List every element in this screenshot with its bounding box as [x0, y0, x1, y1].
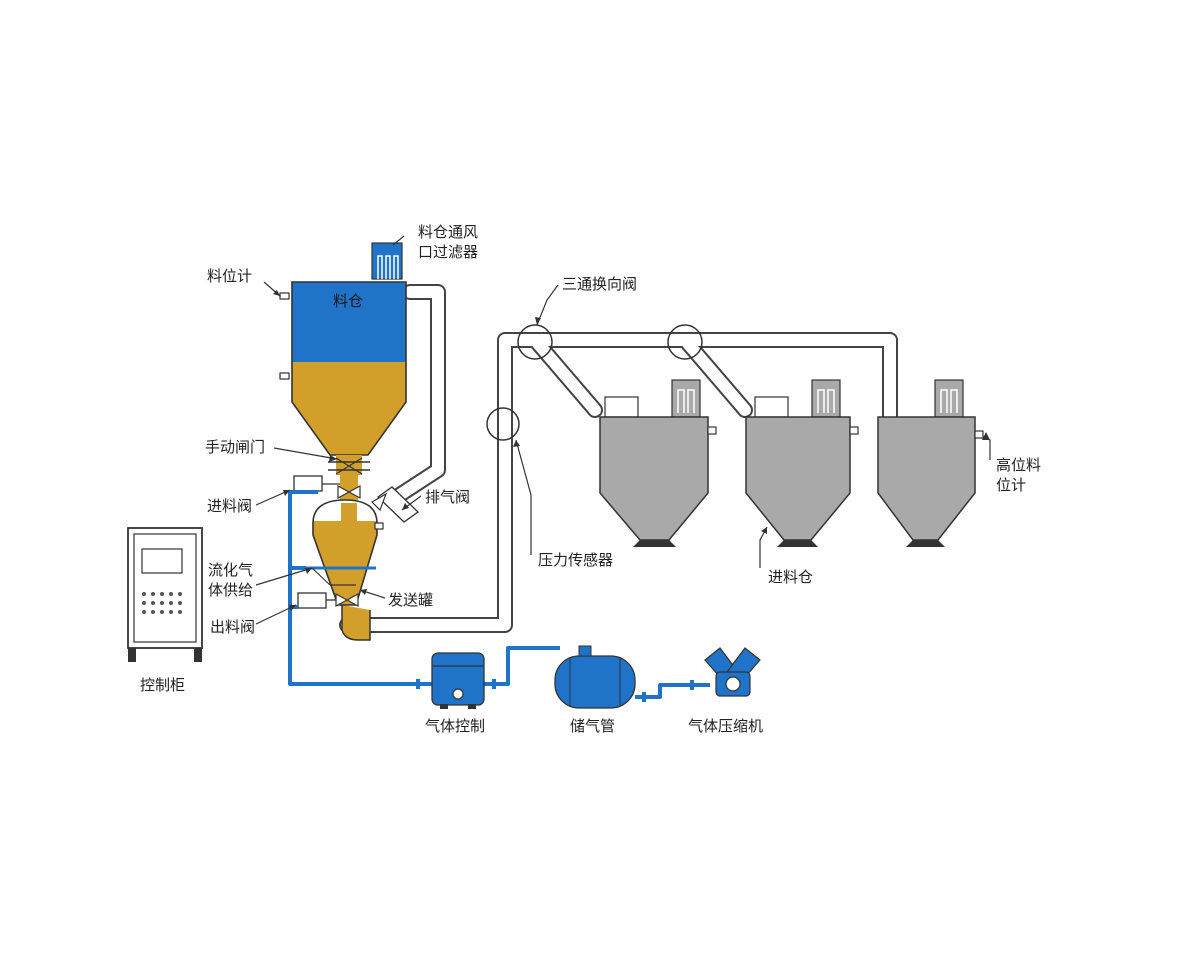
leader-lines	[255, 235, 991, 625]
labels: 料仓通风 口过滤器 料位计 料仓 手动闸门 进料阀 排气阀 流化气 体供给 发送…	[140, 223, 1041, 735]
label-receiving-bin: 进料仓	[768, 568, 813, 586]
label-bin-filter-1: 料仓通风	[418, 223, 478, 241]
label-conveying-tank: 发送罐	[388, 591, 433, 609]
bin-level-gauge-mid	[279, 372, 290, 380]
label-three-way-valve: 三通换向阀	[562, 275, 637, 293]
compressor-icon	[704, 647, 761, 697]
label-high-level-gauge-2: 位计	[996, 476, 1026, 494]
label-outlet-valve: 出料阀	[210, 618, 255, 636]
exhaust-valve-icon	[371, 486, 420, 523]
outlet-valve-icon	[297, 592, 359, 609]
conveying-tank	[306, 499, 384, 606]
receiving-bin-3	[877, 379, 984, 547]
three-way-valve-icon	[517, 324, 703, 360]
label-compressor: 气体压缩机	[688, 717, 763, 735]
manual-gate-icon	[328, 455, 370, 475]
label-control-cabinet: 控制柜	[140, 676, 185, 694]
label-manual-gate: 手动闸门	[205, 438, 265, 456]
pressure-sensor-icon	[486, 407, 520, 441]
bin-level-gauge-top	[279, 292, 290, 300]
inlet-valve-icon	[293, 475, 361, 503]
air-receiver-tank	[554, 645, 636, 709]
label-level-gauge: 料位计	[207, 267, 252, 285]
receiving-bin-1	[599, 379, 717, 547]
label-fluidizing-air-2: 体供给	[208, 581, 253, 599]
bin-vent-filter-icon	[371, 242, 403, 280]
label-bin-filter-2: 口过滤器	[418, 243, 478, 261]
label-air-receiver: 储气管	[570, 717, 615, 735]
label-high-level-gauge-1: 高位料	[996, 456, 1041, 474]
label-bin: 料仓	[333, 292, 363, 310]
label-exhaust-valve: 排气阀	[425, 488, 470, 506]
receiving-bins	[599, 379, 984, 547]
gas-control-unit	[431, 652, 485, 709]
conveying-pipe	[339, 284, 898, 641]
label-pressure-sensor: 压力传感器	[538, 551, 613, 569]
cabinet-button-grid	[142, 592, 182, 614]
air-supply-lines	[288, 490, 710, 702]
label-fluidizing-air-1: 流化气	[208, 561, 253, 579]
label-gas-control: 气体控制	[425, 717, 485, 735]
receiving-bin-2	[745, 379, 859, 547]
control-cabinet	[127, 527, 203, 662]
label-inlet-valve: 进料阀	[207, 497, 252, 515]
